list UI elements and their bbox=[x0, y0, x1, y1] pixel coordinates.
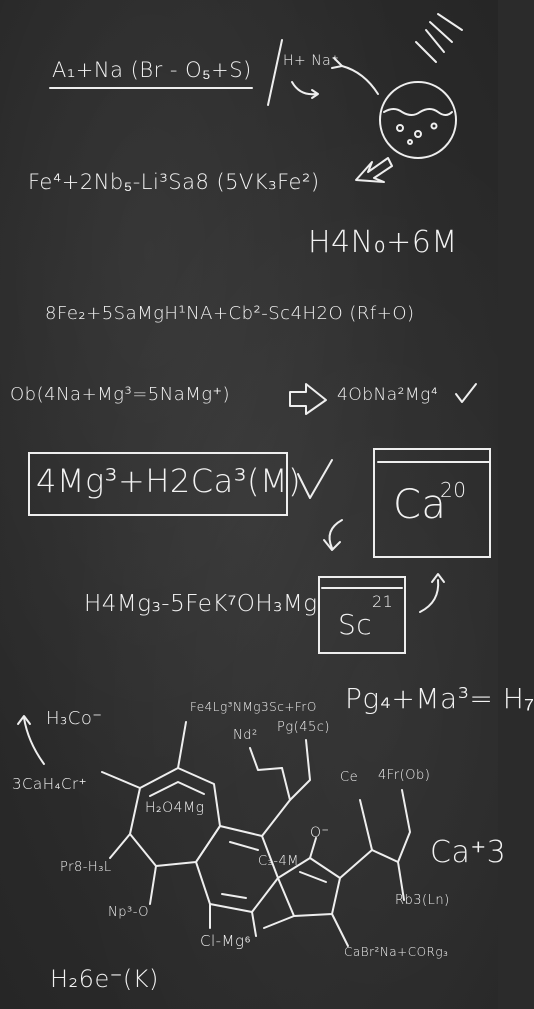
scandium-element-tile bbox=[318, 576, 406, 654]
formula-line-2: Fe⁴+2Nb₅-Li³Sa8 (5VK₃Fe²) bbox=[28, 170, 320, 194]
formula-line-1-right: H+ Na⁺ bbox=[283, 53, 340, 69]
boxed-formula: 4Mg³+H2Ca³(M) bbox=[36, 462, 302, 500]
hollow-arrow bbox=[355, 157, 393, 183]
molecule-np: Np³-O bbox=[108, 905, 149, 920]
arrow-head-3 bbox=[323, 539, 341, 551]
molecule-ca3: Ca⁺3 bbox=[430, 835, 507, 870]
formula-line-3: H4N₀+6M bbox=[308, 225, 458, 260]
curved-arrow-4 bbox=[419, 579, 440, 613]
curved-arrow bbox=[291, 81, 317, 96]
molecule-fr: 4Fr(Ob) bbox=[378, 768, 431, 783]
scandium-symbol: Sc bbox=[338, 608, 373, 641]
formula-line-4: 8Fe₂+5SaMgH¹NA+Cb²-Sc4H2O (Rf+O) bbox=[45, 303, 415, 324]
molecule-c3: C₃-4M bbox=[258, 854, 299, 869]
calcium-atomic-number: 20 bbox=[440, 478, 467, 502]
molecule-top-label: Fe4Lg³NMg3Sc+FrO bbox=[190, 700, 317, 714]
arrow-head-2 bbox=[331, 57, 343, 69]
divider-slash bbox=[267, 39, 283, 106]
arrow-head-4 bbox=[431, 573, 445, 583]
side-formula: Pg₄+Ma³= H₇ bbox=[345, 682, 534, 715]
checkmark bbox=[455, 383, 477, 403]
arrow-head-5 bbox=[17, 715, 31, 725]
curved-arrow-5 bbox=[23, 717, 45, 765]
arrow-head bbox=[311, 89, 319, 99]
formula-line-7: H4Mg₃-5FeK⁷OH₃Mg bbox=[84, 591, 318, 617]
calcium-symbol: Ca bbox=[393, 482, 447, 528]
curved-arrow-2 bbox=[341, 65, 379, 95]
bottom-formula: H₂6e⁻(K) bbox=[50, 965, 159, 993]
boxed-formula-frame bbox=[28, 452, 288, 516]
molecule-nd: Nd² bbox=[233, 728, 258, 743]
molecule-pg: Pg(45c) bbox=[277, 720, 330, 735]
molecule-structure bbox=[101, 721, 411, 947]
molecule-o-minus: O⁻ bbox=[310, 825, 330, 841]
chalk-drawings bbox=[17, 13, 491, 947]
molecule-cah: 3CaH₄Cr⁺ bbox=[12, 775, 88, 793]
curved-arrow-3 bbox=[328, 519, 343, 549]
molecule-rb3: Rb3(Ln) bbox=[395, 893, 450, 908]
formula-line-5-result: 4ObNa²Mg⁴ bbox=[337, 385, 439, 405]
molecule-pr8: Pr8-H₃L bbox=[60, 860, 112, 875]
molecule-clmg: Cl-Mg⁶ bbox=[200, 932, 252, 950]
molecule-h3co: H₃Co⁻ bbox=[46, 708, 103, 729]
checkmark-2 bbox=[297, 459, 333, 499]
scandium-atomic-number: 21 bbox=[372, 592, 394, 611]
calcium-element-tile bbox=[373, 448, 491, 558]
hollow-arrow-2 bbox=[289, 383, 327, 415]
molecule-ce: Ce bbox=[340, 770, 359, 785]
molecule-h2o4mg: H₂O4Mg bbox=[145, 800, 205, 816]
formula-line-1: A₁+Na (Br - O₅+S) bbox=[52, 58, 252, 82]
flask-icon bbox=[379, 13, 463, 159]
formula-line-5: Ob(4Na+Mg³=5NaMg⁺) bbox=[10, 384, 231, 405]
molecule-cabr: CaBr²Na+CORg₃ bbox=[344, 945, 449, 959]
